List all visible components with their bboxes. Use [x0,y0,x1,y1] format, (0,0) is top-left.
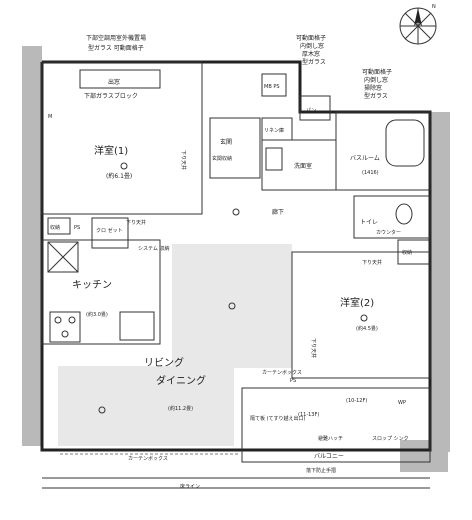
western1-room [41,61,203,215]
aircon-label-2: (11-13F) [298,412,319,418]
fire-exit-label: 避難ハッチ [318,435,343,442]
aircon-label-1: (10-12F) [346,398,367,404]
lowered-ceiling-4: 下り天井 [310,338,317,358]
compass-rose: N [399,4,437,45]
storage-label: 収納 [50,224,60,231]
western2-area: (約4.5畳) [356,325,378,332]
bathroom-label: バスルーム [350,155,380,162]
corridor-label: 廊下 [272,208,284,216]
ps2-label: PS [290,378,296,384]
handrail-label: 落下防止手摺 [306,467,336,474]
ceiling-light-corridor [232,208,240,216]
bathroom-room [335,111,431,191]
entrance-room [209,117,261,179]
sloped-sink-label: スロップ シンク [372,436,409,442]
fire-escape-label: 隔て板 (てすり越え出口) [250,415,306,422]
top-right-note-4: 型ガラス [364,92,388,100]
kitchen-room [41,239,161,345]
ceiling-light-western1 [120,162,128,170]
top-right-note-2: 内倒し窓 [364,76,388,84]
toilet-counter: カウンター [376,229,401,236]
column-top-right [430,112,450,452]
bay-window-label: 出窓 [108,78,120,86]
closet-label: クロ ゼット [96,227,123,234]
toilet-room [353,195,431,239]
top-mid-note-1: 可動面格子 [296,34,326,42]
western2-room [291,251,431,379]
kitchen-area: (約3.0畳) [86,311,108,318]
balcony-area [241,387,431,463]
closet-box [91,217,129,249]
stove [49,311,81,343]
shoe-cabinet-label: 玄関収納 [212,155,232,162]
bay-window [79,69,161,89]
storage-box [47,217,71,235]
top-mid-note-4: 型ガラス [302,58,326,66]
western1-area: (約6.1畳) [106,172,132,180]
bathroom-size: (1416) [362,170,379,176]
column-bottom-right [400,440,448,472]
top-left-note-2: 型ガラス 可動面格子 [88,44,144,52]
washbasin [265,147,283,171]
wet-line-label: 床ライン [180,483,200,490]
western2-label: 洋室(2) [340,296,374,309]
column-top-left [22,46,42,446]
mbps-label: MB PS [264,84,280,90]
living-dining-floor [58,366,234,446]
bathtub [385,119,425,167]
system-storage-label: システム 収納 [138,245,169,252]
top-right-note-3: 掃除窓 [364,84,382,92]
curtain-box-label: カーテンボックス [128,455,168,462]
mbps-box [261,73,287,97]
lowered-ceiling-3: 下り天井 [362,259,382,266]
western1-label: 洋室(1) [94,144,128,157]
top-mid-note-2: 内倒し窓 [300,42,324,50]
top-mid-note-3: 厚木窓 [302,50,320,58]
balcony-label: バルコニー [314,453,344,460]
lowered-ceiling-2: 下り天井 [126,219,146,226]
living-area: (約11.2畳) [168,405,193,412]
kitchen-label: キッチン [72,279,112,291]
curtain-box-label-2: カーテンボックス [262,369,302,376]
wp-label: WP [398,400,406,406]
ceiling-light-dining [228,302,236,310]
m-mark-1: M [48,114,52,120]
living-label: リビング [144,356,184,369]
ceiling-light-living [98,406,106,414]
lowered-ceiling-1: 下り天井 [180,150,187,170]
dining-label: ダイニング [156,374,206,387]
glass-block-label: 下部ガラスブロック [84,92,138,100]
linen-label: リネン庫 [264,127,284,134]
top-right-note-1: 可動面格子 [362,68,392,76]
toilet-bowl [395,203,413,225]
dining-floor [172,244,292,368]
pan-box [299,95,331,121]
ceiling-light-western2 [360,314,368,322]
top-left-note-1: 下部空調用室外機置場 [86,34,146,42]
fridge-space [47,241,79,273]
compass-north-label: N [432,4,436,10]
sink [119,311,155,341]
pan-label: パン [306,108,316,114]
ps-label: PS [74,225,80,231]
toilet-label: トイレ [360,219,378,226]
washroom-label: 洗面室 [294,162,312,170]
entrance-label: 玄関 [220,138,232,146]
